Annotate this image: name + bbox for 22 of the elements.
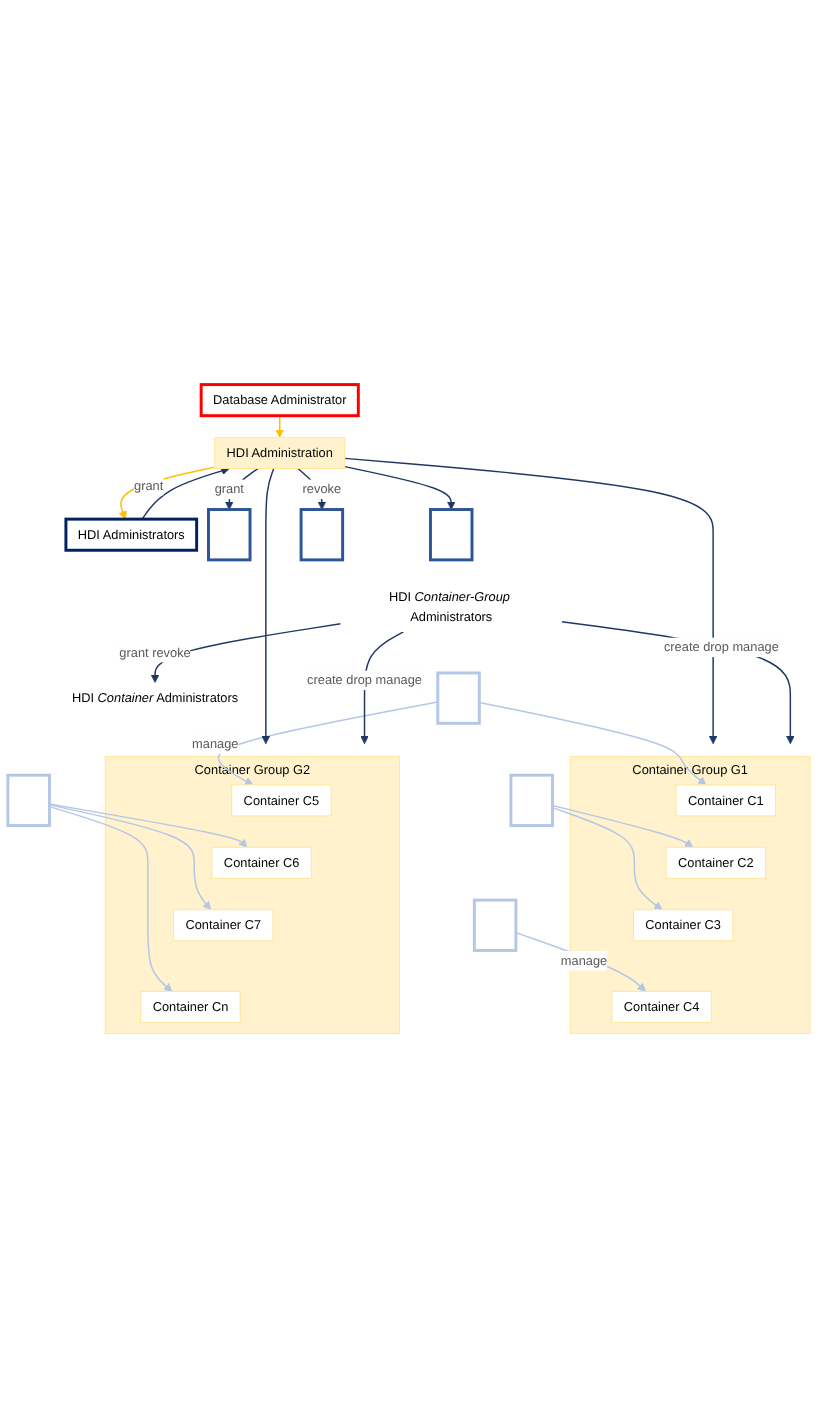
arrow bbox=[344, 465, 456, 510]
node-person bbox=[207, 508, 252, 562]
arrow bbox=[515, 931, 646, 992]
arrow bbox=[141, 466, 230, 520]
node-person bbox=[299, 508, 345, 562]
arrow bbox=[217, 701, 439, 786]
arrow bbox=[561, 620, 795, 745]
node-person bbox=[509, 773, 554, 827]
arrow bbox=[118, 466, 216, 520]
arrow bbox=[48, 804, 212, 911]
node-person bbox=[6, 773, 51, 827]
node-person bbox=[472, 898, 518, 952]
arrow bbox=[48, 803, 248, 848]
arrow bbox=[261, 467, 275, 745]
arrow bbox=[297, 467, 327, 510]
arrow bbox=[275, 414, 285, 438]
node-person bbox=[436, 671, 481, 725]
arrow bbox=[48, 805, 173, 992]
arrow bbox=[551, 806, 663, 911]
arrow bbox=[551, 804, 694, 848]
node-person bbox=[428, 508, 474, 562]
arrow bbox=[478, 701, 707, 786]
